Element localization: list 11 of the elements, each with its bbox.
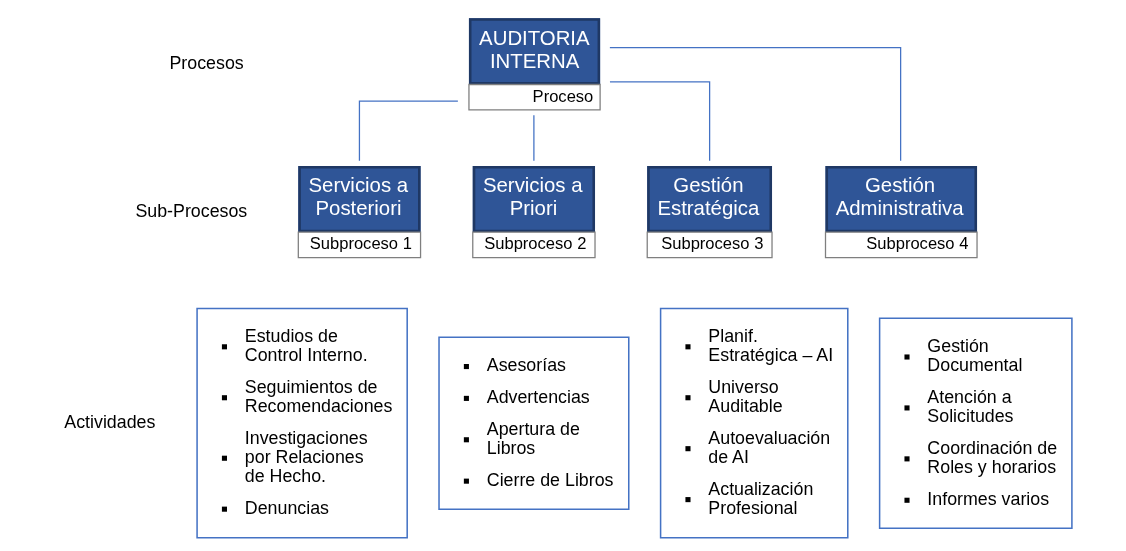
connector — [608, 46, 901, 162]
node-box: Gestión Documental Atención a Solicitudes Coordinación de Roles y horarios Informes varios — [878, 317, 1073, 530]
node-box: Planif. Estratégica – AI Universo Auditable Autoevaluación de AI Actualización Profesional — [659, 307, 849, 539]
label: Actividades — [63, 411, 155, 432]
node-box: Estudios de Control Interno. Seguimientos de Recomendaciones Investigaciones por Relaciones de Hecho. Denuncias — [195, 307, 408, 539]
label: Procesos — [169, 52, 244, 73]
connector — [608, 81, 710, 162]
connector — [532, 114, 535, 162]
label: Sub-Procesos — [134, 200, 247, 221]
node-box: Asesorías Advertencias Apertura de Libros Cierre de Libros — [437, 336, 630, 510]
connector — [358, 100, 458, 162]
